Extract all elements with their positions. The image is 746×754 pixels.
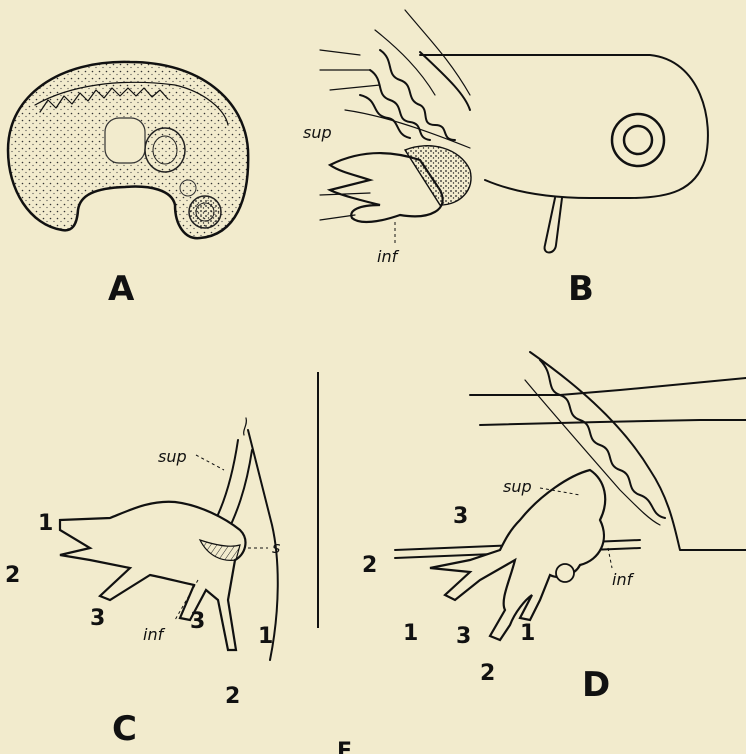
panel-c: sup s inf 1 2 3 3 1 2 C bbox=[5, 418, 280, 749]
number-c-3: 3 bbox=[90, 606, 105, 631]
number-c-5: 1 bbox=[258, 624, 273, 649]
number-d-2: 2 bbox=[362, 553, 377, 578]
panel-label-a: A bbox=[108, 269, 135, 309]
number-c-1: 1 bbox=[38, 511, 53, 536]
panel-label-b: B bbox=[568, 269, 594, 309]
panel-b: sup inf B bbox=[303, 10, 708, 309]
label-sup-c: sup bbox=[158, 447, 187, 466]
number-c-4: 3 bbox=[190, 609, 205, 634]
number-c-2: 2 bbox=[5, 563, 20, 588]
number-d-1: 3 bbox=[453, 504, 468, 529]
label-s-c: s bbox=[272, 538, 280, 557]
label-sup-b: sup bbox=[303, 123, 332, 142]
caption-fragment: F bbox=[337, 739, 352, 754]
panel-a: A bbox=[8, 62, 248, 309]
number-d-4: 3 bbox=[456, 624, 471, 649]
number-c-6: 2 bbox=[225, 684, 240, 709]
number-d-5: 1 bbox=[520, 621, 535, 646]
label-inf-d: inf bbox=[612, 570, 635, 589]
panel-d: sup inf 3 2 1 3 1 2 D bbox=[362, 352, 746, 705]
number-d-3: 1 bbox=[403, 621, 418, 646]
panel-label-d: D bbox=[582, 665, 610, 705]
number-d-6: 2 bbox=[480, 661, 495, 686]
panel-label-c: C bbox=[112, 709, 137, 749]
label-inf-c: inf bbox=[143, 625, 166, 644]
label-inf-b: inf bbox=[377, 247, 400, 266]
label-sup-d: sup bbox=[503, 477, 532, 496]
